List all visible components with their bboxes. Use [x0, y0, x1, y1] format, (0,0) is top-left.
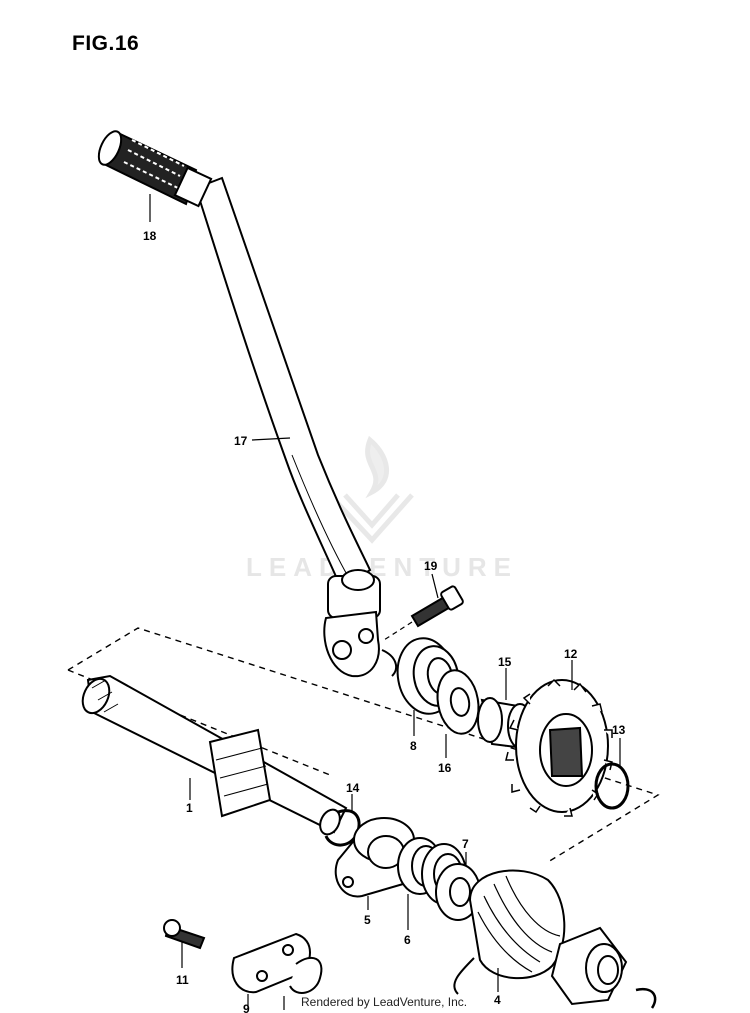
bracket-bolt	[163, 919, 206, 950]
callout-19: 19	[424, 559, 438, 573]
callout-7: 7	[462, 837, 469, 851]
kick-shaft	[81, 674, 348, 836]
kick-guide	[334, 817, 415, 898]
callout-17: 17	[234, 434, 248, 448]
callout-9: 9	[243, 1002, 250, 1013]
figure-title: FIG.16	[72, 32, 140, 55]
kick-grip	[97, 130, 213, 208]
bracket-plate	[231, 932, 323, 994]
render-credit: Rendered by LeadVenture, Inc.	[298, 995, 471, 1009]
kick-stopper	[550, 926, 657, 1009]
callout-16: 16	[438, 761, 452, 775]
leader-lines	[149, 194, 621, 1010]
callout-14: 14	[346, 781, 360, 795]
kick-lever	[194, 176, 372, 592]
watermark-logo	[328, 435, 414, 544]
callout-15: 15	[498, 655, 512, 669]
washer	[435, 863, 481, 921]
callout-13: 13	[612, 723, 626, 737]
callout-11: 11	[176, 973, 189, 987]
leadventure-watermark: LEADVENTURE	[246, 552, 519, 582]
thrust-washer	[436, 669, 480, 735]
callout-6: 6	[404, 933, 411, 947]
callout-5: 5	[364, 913, 371, 927]
callout-8: 8	[410, 739, 417, 753]
gear-circlip	[594, 762, 630, 810]
bolt	[410, 585, 464, 628]
callout-18: 18	[143, 229, 157, 243]
callout-4: 4	[494, 993, 501, 1007]
callout-12: 12	[564, 647, 578, 661]
bolt-guide-line	[383, 621, 413, 641]
kick-spring	[453, 869, 566, 995]
callout-1: 1	[186, 801, 193, 815]
kick-lever-boss	[323, 569, 398, 678]
